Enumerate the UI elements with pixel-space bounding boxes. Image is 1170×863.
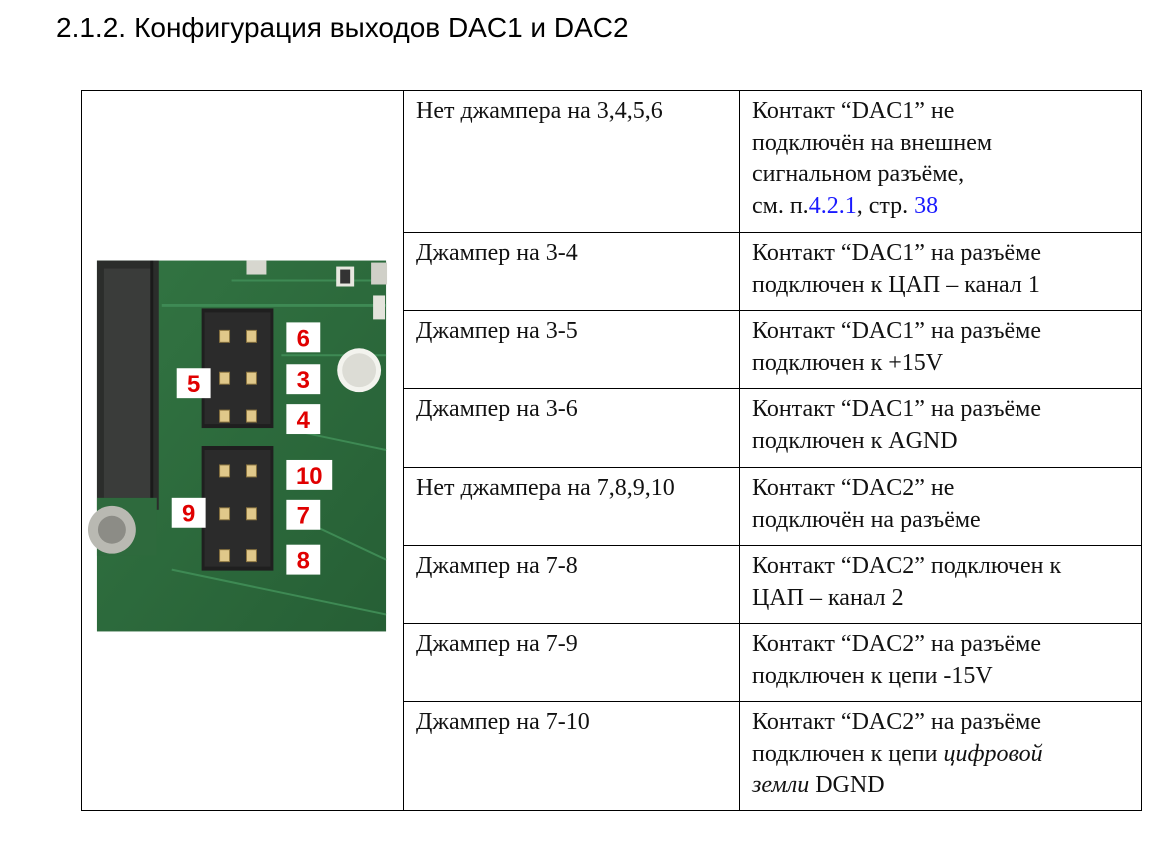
desc-line: подключен к +15V [752,349,944,376]
section-ref-link[interactable]: 4.2.1 [808,192,857,219]
pin-label-9: 9 [182,500,195,527]
desc-line: Контакт “DAC2” не [752,475,955,501]
desc-line: подключен к цепи цифровой [752,739,1131,771]
desc-line: подключен к AGND [752,427,958,454]
row-description: Контакт “DAC2” не подключён на разъёме [739,467,1142,546]
pin-label-3: 3 [297,367,310,394]
row-setting: Джампер на 3-4 [403,232,740,311]
row-setting: Джампер на 7-9 [403,623,740,702]
jumper-photo-cell: 6 5 3 4 10 9 7 8 [81,90,404,811]
desc-line: подключён на разъёме [752,506,981,533]
row-description: Контакт “DAC1” не подключён на внешнем с… [739,90,1142,233]
row-setting: Нет джампера на 3,4,5,6 [403,90,740,233]
desc-line: подключён на внешнем [752,129,993,156]
row-setting: Джампер на 3-5 [403,310,740,389]
desc-line: Контакт “DAC1” не [752,98,955,124]
pin-label-5: 5 [187,371,200,398]
desc-line: подключен к цепи -15V [752,662,993,689]
section-title: Конфигурация выходов DAC1 и DAC2 [134,12,629,43]
desc-line: земли DGND [752,770,1131,802]
row-description: Контакт “DAC1” на разъёме подключен к +1… [739,310,1142,389]
row-setting: Нет джампера на 7,8,9,10 [403,467,740,546]
section-number: 2.1.2. [56,12,127,43]
desc-line: Контакт “DAC2” подключен к [752,553,1062,579]
pin-label-10: 10 [296,462,323,489]
table-row: Нет джампера на 7,8,9,10 Контакт “DAC2” … [82,467,1142,546]
jumper-board-image: 6 5 3 4 10 9 7 8 [87,260,388,631]
pin-label-8: 8 [297,547,310,574]
row-description: Контакт “DAC2” на разъёме подключен к це… [739,623,1142,702]
ref-prefix: см. п. [752,192,809,219]
pin-label-6: 6 [297,325,310,352]
desc-line: Контакт “DAC2” на разъёме [752,631,1042,657]
desc-line: Контакт “DAC1” на разъёме [752,318,1042,344]
desc-line: ЦАП – канал 2 [752,584,904,611]
pin-label-4: 4 [297,407,311,434]
page-ref-link[interactable]: 38 [914,192,939,219]
desc-line: Контакт “DAC2” на разъёме [752,709,1042,735]
config-table: 6 5 3 4 10 9 7 8 [81,90,1142,811]
desc-tail-pre: подключен к цепи [752,740,944,767]
row-setting: Джампер на 7-10 [403,701,740,811]
pin-label-7: 7 [297,502,310,529]
desc-ref-line: см. п.4.2.1, стр. 38 [752,191,1131,223]
desc-line: подключен к ЦАП – канал 1 [752,271,1040,298]
ref-mid: , стр. [856,192,915,219]
section-heading: 2.1.2.Конфигурация выходов DAC1 и DAC2 [56,12,629,44]
row-description: Контакт “DAC2” подключен к ЦАП – канал 2 [739,545,1142,624]
desc-tail-post: DGND [809,772,885,798]
table-row: 6 5 3 4 10 9 7 8 [81,90,1142,811]
row-setting: Джампер на 3-6 [403,388,740,468]
table-row: Джампер на 7-10 Контакт “DAC2” на разъём… [82,701,1142,811]
table-row: Джампер на 3-5 Контакт “DAC1” на разъёме… [82,310,1142,389]
table-row: Джампер на 7-9 Контакт “DAC2” на разъёме… [82,623,1142,702]
table-row: Джампер на 3-4 Контакт “DAC1” на разъёме… [82,232,1142,311]
row-description: Контакт “DAC1” на разъёме подключен к ЦА… [739,232,1142,311]
desc-line: Контакт “DAC1” на разъёме [752,240,1042,266]
row-description: Контакт “DAC1” на разъёме подключен к AG… [739,388,1142,468]
row-description: Контакт “DAC2” на разъёме подключен к це… [739,701,1142,811]
row-setting: Джампер на 7-8 [403,545,740,624]
desc-italic-digital: цифровой [943,740,1043,767]
desc-italic-ground: земли [752,772,810,798]
desc-line: сигнальном разъёме, [752,161,965,187]
desc-line: Контакт “DAC1” на разъёме [752,396,1042,422]
